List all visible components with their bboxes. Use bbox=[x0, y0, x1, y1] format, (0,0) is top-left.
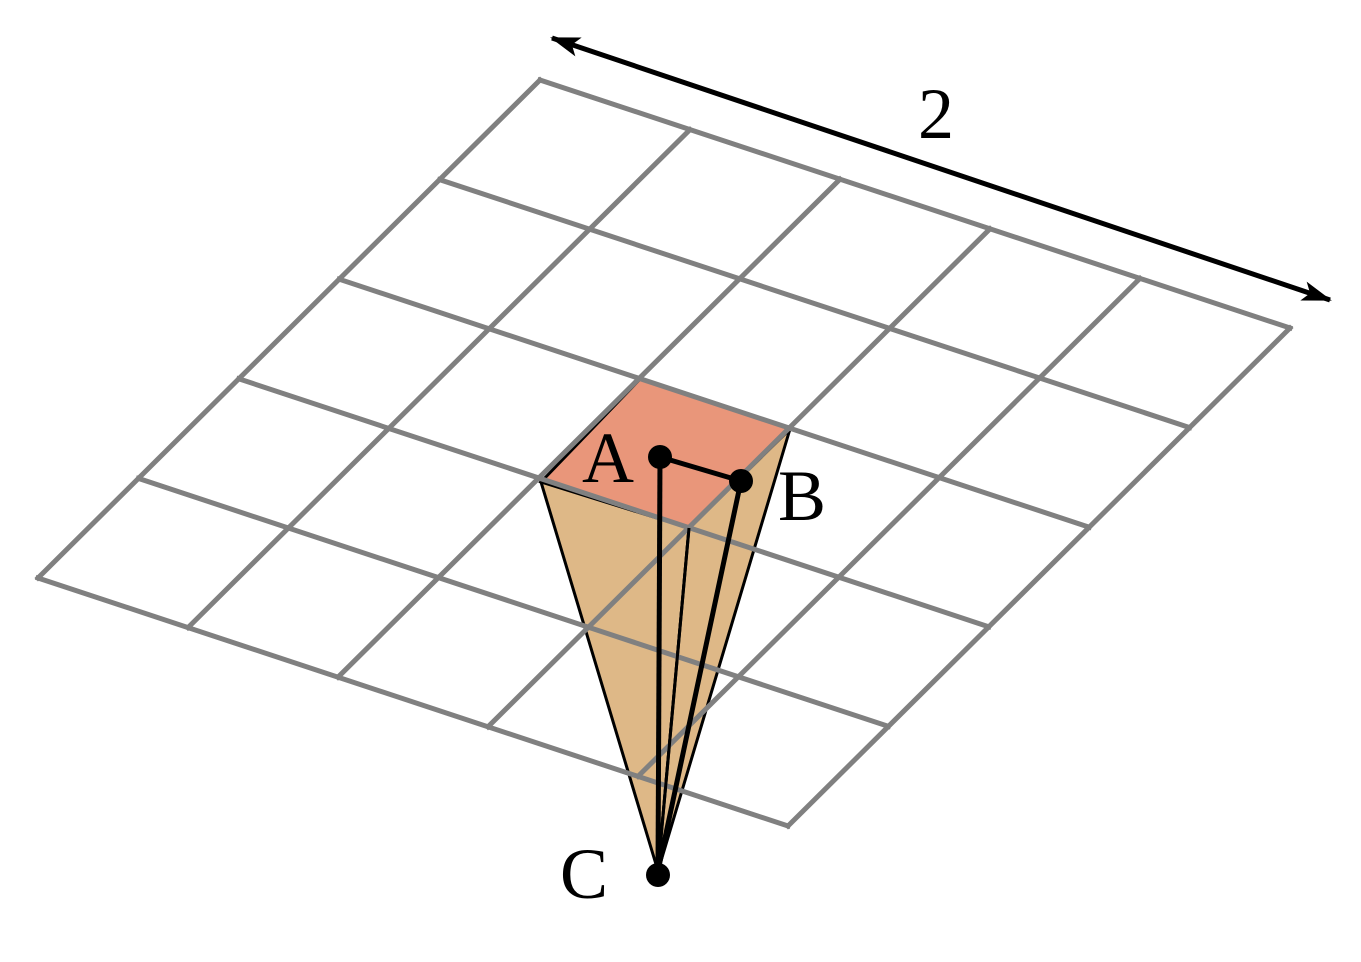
grid-line-row bbox=[536, 76, 1294, 332]
segment-a-c bbox=[655, 456, 663, 872]
grid-line-col bbox=[634, 274, 1144, 780]
point-a bbox=[648, 445, 672, 469]
grid-line-col bbox=[784, 324, 1294, 830]
point-c bbox=[646, 863, 670, 887]
grid-line-row bbox=[34, 574, 792, 830]
segment-a-b bbox=[659, 454, 742, 484]
dimension-arrow bbox=[550, 35, 1332, 303]
dimension-label: 2 bbox=[918, 74, 954, 154]
edge-bottom-c bbox=[656, 527, 691, 872]
grid-line-row bbox=[336, 276, 1093, 531]
point-b bbox=[729, 469, 753, 493]
pyramid bbox=[538, 427, 792, 872]
label-b: B bbox=[778, 456, 826, 536]
grid-line-row bbox=[135, 475, 892, 730]
grid-line-row bbox=[235, 375, 992, 630]
label-c: C bbox=[560, 834, 608, 914]
segments bbox=[655, 454, 744, 872]
label-a: A bbox=[582, 418, 634, 498]
segment-b-c bbox=[655, 480, 744, 872]
grid-line-col bbox=[34, 76, 544, 582]
